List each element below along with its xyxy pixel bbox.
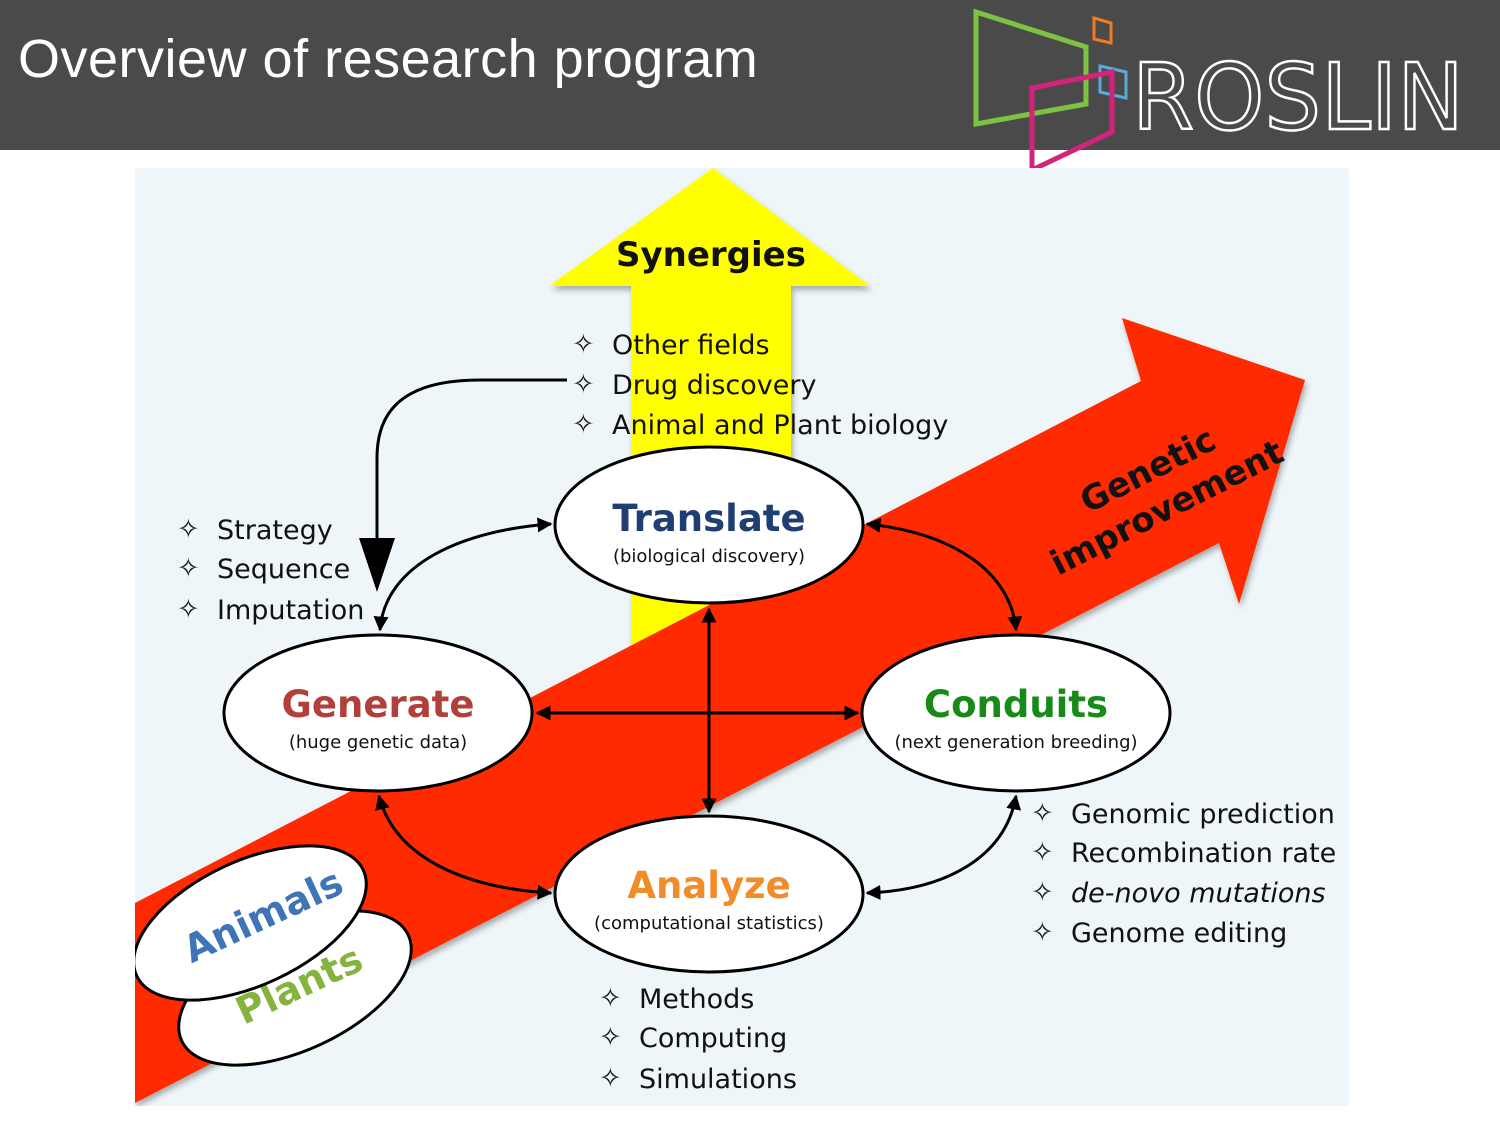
conduits-analyze-arrow — [865, 794, 1022, 900]
bullet-icon: ✧ — [599, 983, 622, 1014]
list-item: Recombination rate — [1071, 838, 1336, 869]
bullet-icon: ✧ — [1031, 877, 1054, 908]
diagram-panel: Synergies Genetic improvement ✧ Other fi… — [135, 168, 1349, 1106]
list-item: Strategy — [217, 515, 333, 546]
node-title: Analyze — [627, 864, 790, 907]
node-translate: Translate (biological discovery) — [553, 445, 865, 605]
synergies-label: Synergies — [616, 235, 806, 275]
generate-list: ✧ Strategy ✧ Sequence ✧ Imputation — [177, 514, 364, 626]
analyze-list: ✧ Methods ✧ Computing ✧ Simulations — [599, 983, 797, 1095]
synergy-list: ✧ Other fields ✧ Drug discovery ✧ Animal… — [572, 329, 948, 441]
node-subtitle: (biological discovery) — [613, 546, 805, 567]
list-item: Animal and Plant biology — [612, 410, 948, 441]
bullet-icon: ✧ — [1031, 798, 1054, 829]
node-title: Generate — [282, 683, 475, 726]
translate-conduits-arrow — [865, 517, 1023, 632]
list-item: Imputation — [217, 595, 364, 626]
bullet-icon: ✧ — [599, 1022, 622, 1053]
node-subtitle: (next generation breeding) — [894, 732, 1137, 753]
list-item: Sequence — [217, 554, 350, 585]
generate-ellipse — [222, 633, 534, 793]
slide-header: Overview of research program — [0, 0, 1500, 150]
node-title: Conduits — [924, 683, 1108, 726]
bullet-icon: ✧ — [1031, 917, 1054, 948]
conduits-ellipse — [860, 633, 1172, 793]
node-generate: Generate (huge genetic data) — [222, 633, 534, 793]
node-analyze: Analyze (computational statistics) — [553, 814, 865, 974]
bullet-icon: ✧ — [572, 329, 595, 360]
node-conduits: Conduits (next generation breeding) — [860, 633, 1172, 793]
generate-analyze-arrow — [375, 794, 553, 900]
list-item: de-novo mutations — [1071, 878, 1326, 909]
bullet-icon: ✧ — [599, 1063, 622, 1094]
roslin-logo: ROSLIN — [973, 8, 1465, 170]
node-subtitle: (huge genetic data) — [289, 732, 467, 753]
logo-orange-shape — [1092, 15, 1113, 45]
feedback-connector — [375, 378, 567, 540]
logo-green-shape — [973, 8, 1089, 127]
feedback-arrowhead — [359, 538, 395, 592]
logo-text: ROSLIN — [1132, 44, 1464, 151]
logo-magenta-shape — [1029, 68, 1115, 170]
logo-blue-shape — [1098, 64, 1128, 100]
translate-ellipse — [553, 445, 865, 605]
list-item: Computing — [639, 1023, 787, 1054]
list-item: Genomic prediction — [1071, 799, 1335, 830]
animals-ellipse — [135, 844, 368, 1002]
list-item: Methods — [639, 984, 754, 1015]
bullet-icon: ✧ — [1031, 837, 1054, 868]
bullet-icon: ✧ — [177, 514, 200, 545]
bullet-icon: ✧ — [177, 594, 200, 625]
list-item: Drug discovery — [612, 370, 816, 401]
conduits-list: ✧ Genomic prediction ✧ Recombination rat… — [1031, 798, 1336, 949]
translate-generate-arrow — [373, 517, 553, 632]
analyze-ellipse — [553, 814, 865, 974]
bullet-icon: ✧ — [572, 409, 595, 440]
bullet-icon: ✧ — [572, 369, 595, 400]
research-program-diagram: Synergies Genetic improvement ✧ Other fi… — [135, 168, 1336, 1103]
list-item: Other fields — [612, 330, 770, 361]
slide-title: Overview of research program — [18, 29, 759, 89]
list-item: Genome editing — [1071, 918, 1287, 949]
bullet-icon: ✧ — [177, 553, 200, 584]
connector-arrows — [359, 378, 1023, 900]
list-item: Simulations — [639, 1064, 797, 1095]
organism-animals: Animals — [135, 844, 368, 1002]
node-title: Translate — [612, 497, 805, 540]
node-subtitle: (computational statistics) — [594, 913, 824, 934]
